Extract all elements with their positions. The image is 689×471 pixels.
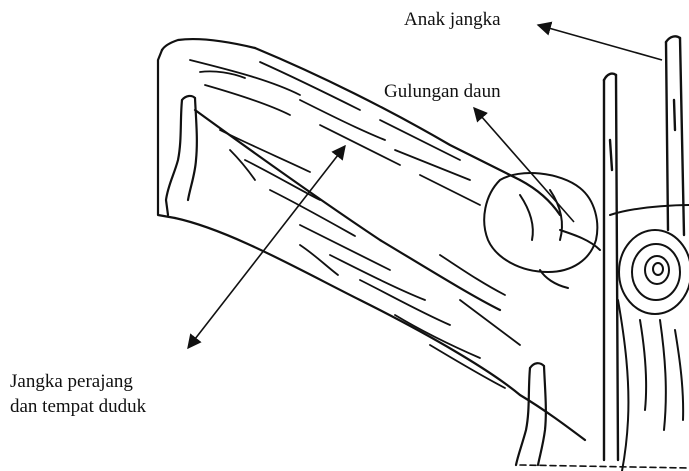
label-jangka-perajang-line2: dan tempat duduk	[10, 395, 146, 418]
leaf-roll	[484, 173, 600, 288]
label-gulungan-daun: Gulungan daun	[384, 80, 501, 103]
ground-line	[520, 465, 689, 468]
bench-beam	[158, 39, 585, 440]
label-anak-jangka: Anak jangka	[404, 8, 501, 31]
arrow-anak-jangka	[538, 25, 662, 60]
label-jangka-perajang-line1: Jangka perajang	[10, 370, 133, 393]
log-end	[610, 205, 689, 471]
bench-legs	[166, 96, 546, 465]
arrow-jangka-perajang	[188, 146, 345, 348]
